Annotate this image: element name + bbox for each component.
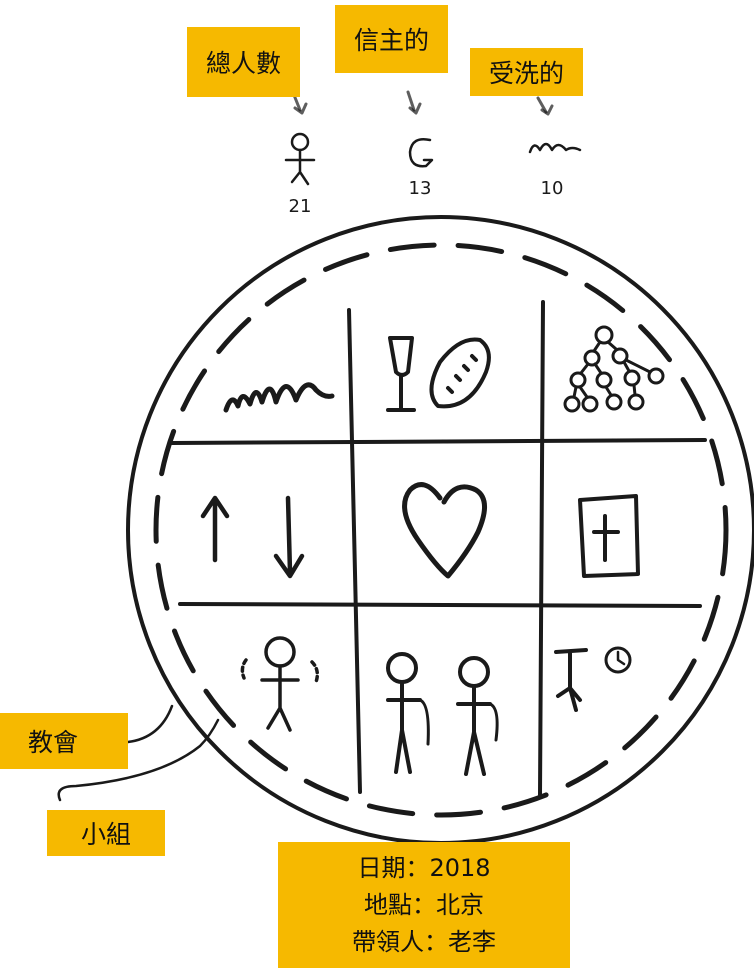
g-letter-icon	[408, 138, 434, 168]
small-wave-icon	[528, 142, 582, 154]
church-pointer-line	[126, 704, 174, 744]
label-total-people: 總人數	[187, 27, 300, 97]
label-church: 教會	[0, 713, 128, 769]
bible-icon	[578, 494, 640, 578]
baptism-wave-icon	[223, 382, 335, 413]
worship-person-icon	[240, 636, 320, 732]
dashed-circle	[153, 242, 729, 818]
multiplication-tree-icon	[563, 325, 665, 413]
info-date: 日期：2018	[357, 853, 491, 882]
label-small-group: 小組	[47, 810, 165, 856]
stat-value-believed: 13	[409, 178, 432, 199]
label-believed: 信主的	[335, 5, 448, 73]
group-pointer-line	[57, 718, 220, 802]
stat-value-total: 21	[289, 196, 312, 217]
info-box: 日期：2018 地點：北京 帶領人：老李	[278, 842, 570, 968]
prayer-person-clock-icon	[554, 646, 632, 712]
outer-circle	[126, 215, 754, 845]
person-figure-icon	[284, 132, 316, 186]
info-leader: 帶領人：老李	[352, 927, 496, 956]
communion-cup-bread-icon	[386, 336, 491, 412]
label-baptized: 受洗的	[470, 48, 583, 96]
info-place: 地點：北京	[364, 890, 484, 919]
two-people-icon	[386, 652, 499, 776]
up-down-arrows-icon	[200, 495, 305, 579]
heart-icon	[402, 482, 487, 579]
stat-value-baptized: 10	[541, 178, 564, 199]
